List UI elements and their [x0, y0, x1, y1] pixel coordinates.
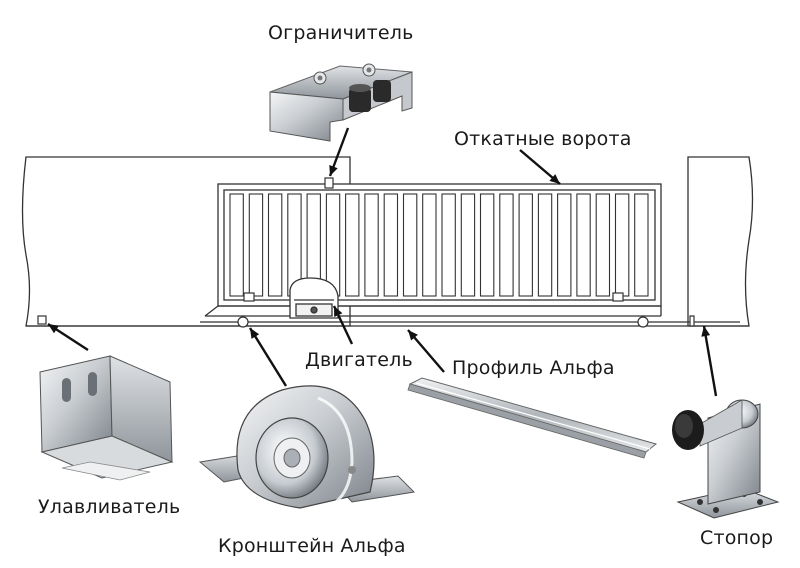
gate-slat — [557, 193, 572, 297]
gate-slat — [229, 193, 244, 297]
gate-slat — [537, 193, 553, 297]
bracket-label: Кронштейн Альфа — [218, 535, 406, 557]
gate-slat — [267, 193, 283, 297]
stopper-arrow — [702, 325, 718, 397]
gate-slat — [479, 193, 495, 297]
gate-slat — [634, 193, 649, 297]
limiter-icon — [269, 63, 413, 142]
gate-arrow-head — [549, 174, 560, 184]
right-post — [687, 156, 754, 327]
gate-slat — [248, 193, 264, 297]
gate-slat — [595, 193, 611, 297]
profile-arrow-head — [408, 330, 418, 341]
catcher-arrow-head — [48, 324, 59, 334]
gate-slat — [460, 193, 476, 297]
gate-slat — [402, 193, 418, 297]
stopper-icon — [672, 399, 780, 519]
limiter-arrow-head — [329, 165, 338, 176]
roller-bracket-icon — [198, 385, 416, 510]
gate-label: Откатные ворота — [454, 128, 632, 150]
stopper-arrow-head — [701, 326, 711, 337]
bracket-arrow — [248, 327, 288, 387]
gate-scene — [21, 156, 754, 327]
gate-slat — [383, 193, 399, 297]
stopper-label: Стопор — [700, 527, 774, 549]
gate-slat — [422, 193, 437, 297]
gate-slat — [499, 193, 514, 297]
motor-icon — [289, 277, 339, 319]
limiter-label: Ограничитель — [268, 22, 414, 44]
gate-hardware — [37, 177, 695, 328]
motor-arrow-head — [334, 306, 343, 317]
gate-frame — [217, 183, 662, 307]
gate-slat — [364, 193, 379, 297]
leader-arrows — [47, 127, 718, 397]
gate-slat — [441, 193, 456, 297]
gate-slat — [576, 193, 591, 297]
motor-label: Двигатель — [305, 349, 413, 371]
ground-rail — [26, 321, 749, 327]
gate-slat — [345, 193, 360, 297]
catcher-label: Улавливатель — [38, 496, 181, 518]
bracket-arrow-head — [250, 328, 260, 339]
profile-label: Профиль Альфа — [452, 357, 615, 379]
rail-profile-icon — [407, 377, 658, 459]
catcher-icon — [39, 355, 174, 481]
gate-slat — [518, 193, 533, 297]
